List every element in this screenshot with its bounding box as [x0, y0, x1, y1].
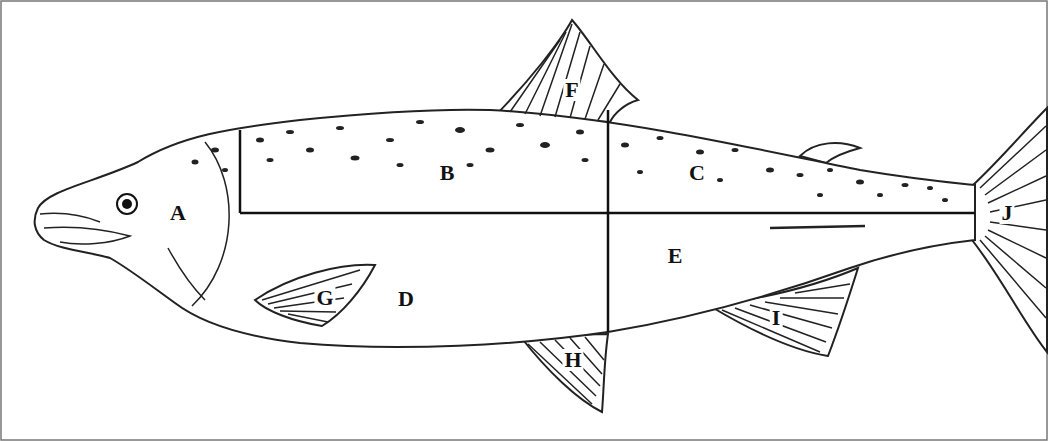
region-letter: A: [168, 202, 188, 224]
region-letter: B: [438, 162, 457, 184]
region-letter: J: [1000, 202, 1015, 224]
region-letter: I: [770, 307, 783, 329]
region-letter: F: [563, 79, 580, 101]
region-letter: H: [562, 349, 583, 371]
region-letter: C: [687, 162, 707, 184]
region-letter: G: [314, 287, 335, 309]
region-letter: D: [396, 288, 416, 310]
region-letter: E: [666, 245, 685, 267]
